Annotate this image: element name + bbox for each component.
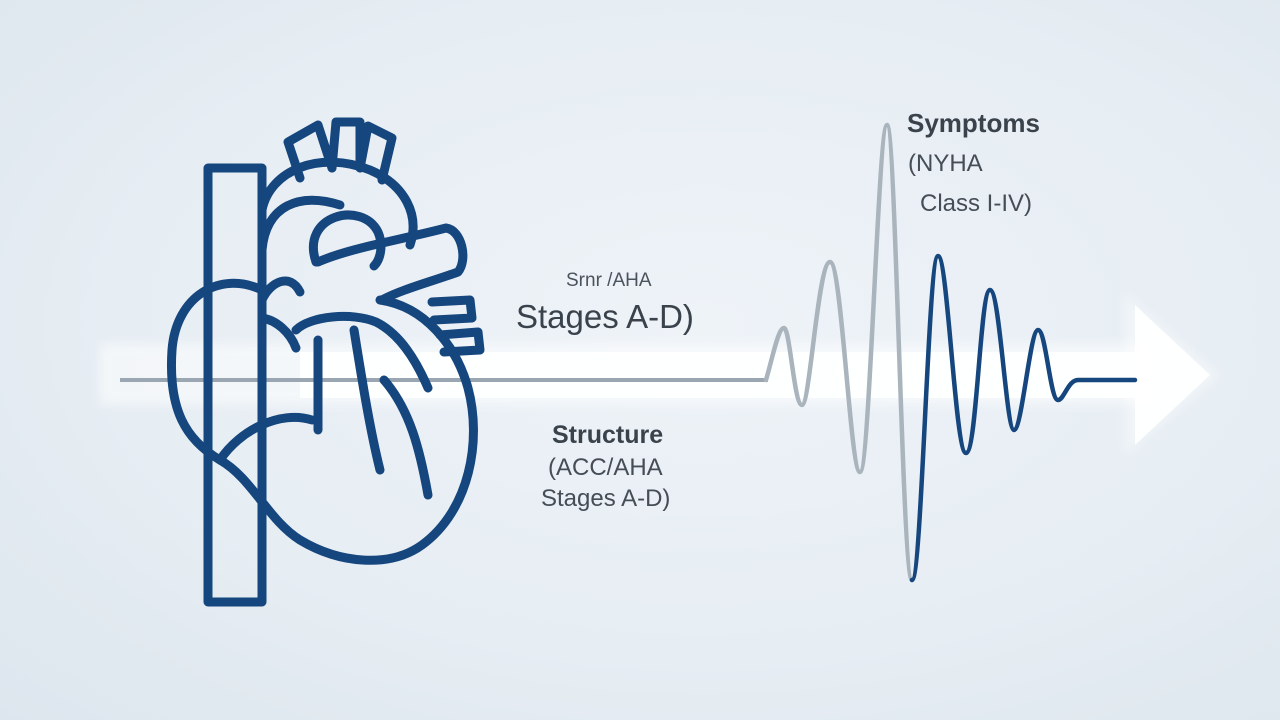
symptoms-title: Symptoms — [907, 108, 1040, 138]
symptom-wave-navy — [909, 253, 1138, 583]
stage-caption-small: Srnr /AHA — [566, 270, 652, 291]
symptoms-subtitle-line2: Class I-IV) — [920, 190, 1033, 217]
structure-subtitle-line1: (ACC/AHA — [548, 454, 663, 481]
structure-subtitle-line2: Stages A-D) — [541, 485, 671, 512]
symptom-wave-gray — [763, 122, 915, 583]
arrow-right-icon — [100, 295, 1220, 455]
structure-title: Structure — [552, 421, 664, 449]
symptoms-subtitle-line1: (NYHA — [908, 150, 983, 177]
stage-caption-large: Stages A-D) — [516, 298, 694, 335]
